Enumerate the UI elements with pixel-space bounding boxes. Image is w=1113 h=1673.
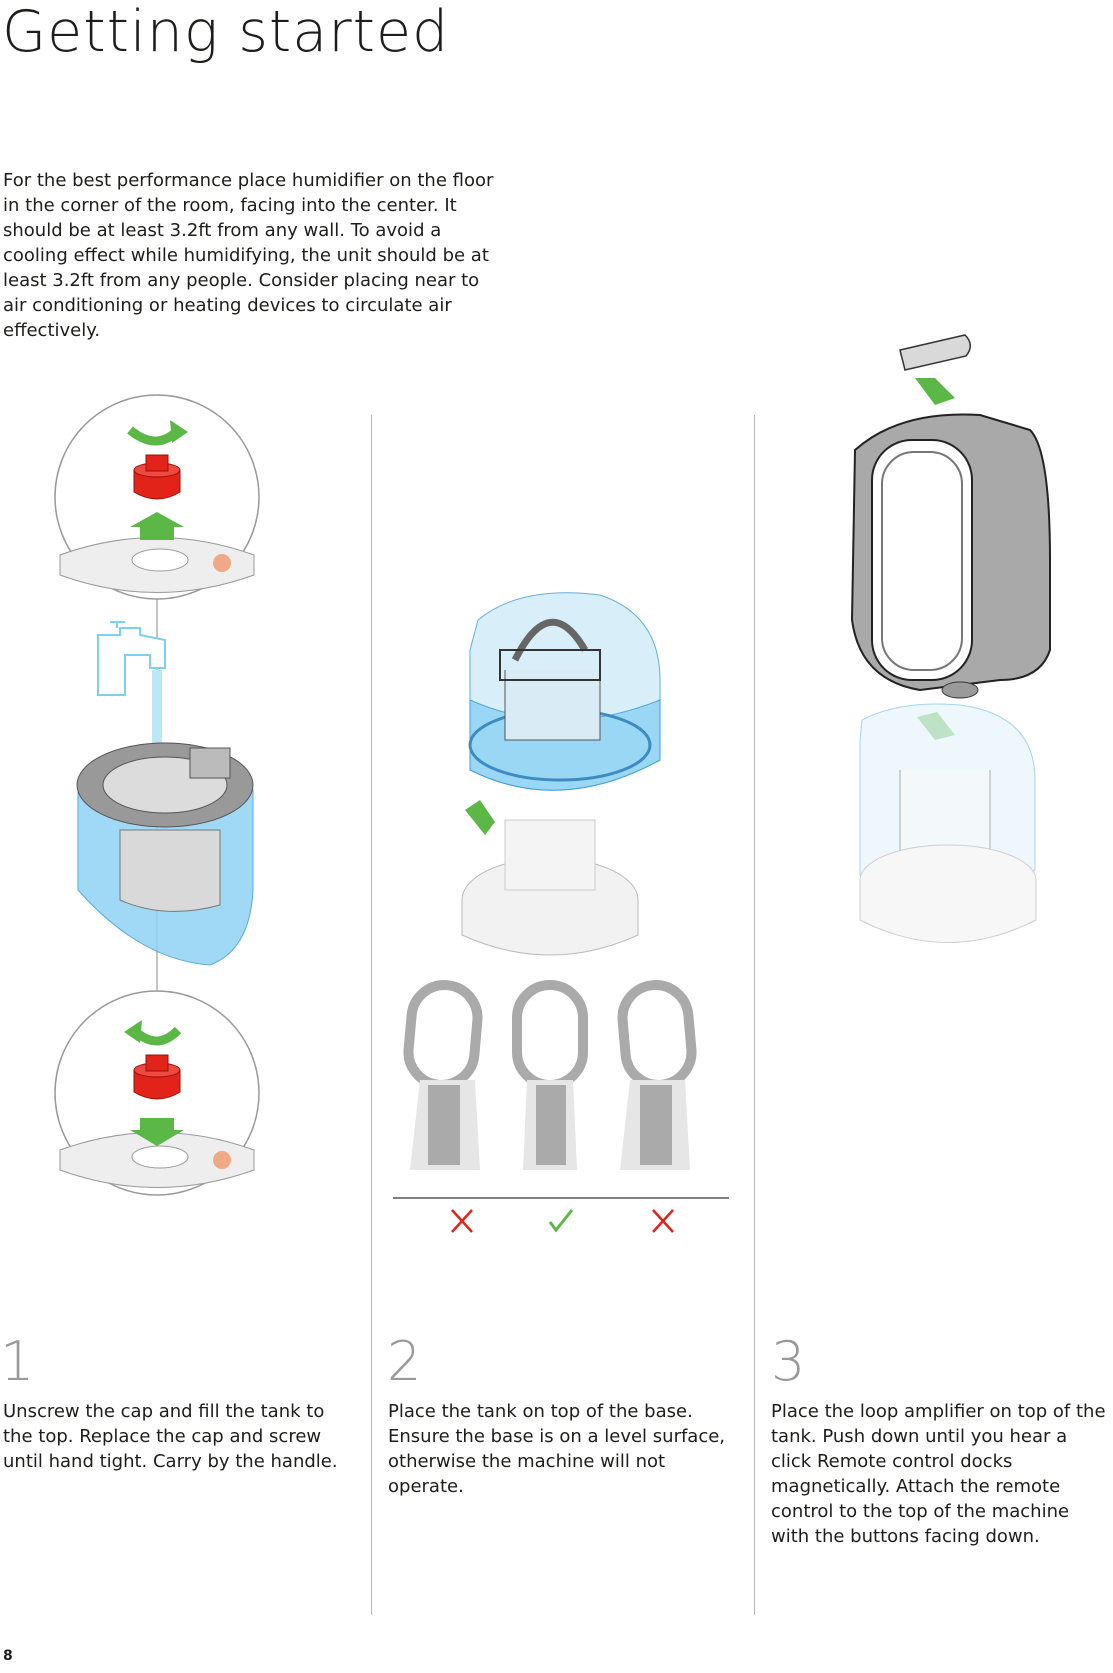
step-instruction: Unscrew the cap and fill the tank to the…: [3, 1401, 338, 1472]
push-arrow-icon: [130, 512, 184, 540]
cross-icon: [451, 1209, 473, 1233]
level-check-tilted-left: [403, 980, 483, 1170]
step-number: 3: [771, 1330, 806, 1393]
tap-icon: [97, 621, 166, 696]
rotate-arrow-icon: [124, 1020, 182, 1046]
push-arrow-icon: [130, 1118, 184, 1146]
intro-paragraph: For the best performance place humidifie…: [3, 170, 494, 341]
column-divider: [371, 415, 372, 1615]
cap-icon: [133, 454, 181, 500]
loop-amplifier: [850, 413, 1051, 699]
screw-detail-circle: [54, 990, 260, 1196]
step-instruction: Place the loop amplifier on top of the t…: [771, 1401, 1106, 1547]
page-title: Getting started: [2, 0, 450, 65]
push-arrow-icon: [915, 378, 955, 405]
step2-illustration: [393, 592, 729, 1233]
push-arrow-icon: [465, 800, 495, 835]
cross-icon: [652, 1209, 674, 1233]
step3-illustration: [850, 334, 1051, 943]
remote-control: [899, 334, 971, 371]
level-check-tilted-right: [617, 980, 697, 1170]
base: [461, 819, 639, 956]
step-instruction: Place the tank on top of the base. Ensur…: [388, 1401, 726, 1497]
check-icon: [548, 1209, 574, 1233]
step1-illustration: [54, 394, 260, 1196]
tank-lowering: [468, 592, 661, 791]
unscrew-detail-circle: [54, 394, 260, 600]
page-number: 8: [3, 1648, 13, 1664]
tank-and-base: [859, 703, 1037, 943]
water-tank: [76, 742, 254, 966]
rotate-arrow-icon: [127, 420, 188, 446]
cap-icon: [133, 1054, 181, 1100]
step-number: 1: [0, 1330, 35, 1393]
step-number: 2: [387, 1330, 422, 1393]
level-check-upright: [512, 980, 588, 1170]
column-divider: [754, 415, 755, 1615]
